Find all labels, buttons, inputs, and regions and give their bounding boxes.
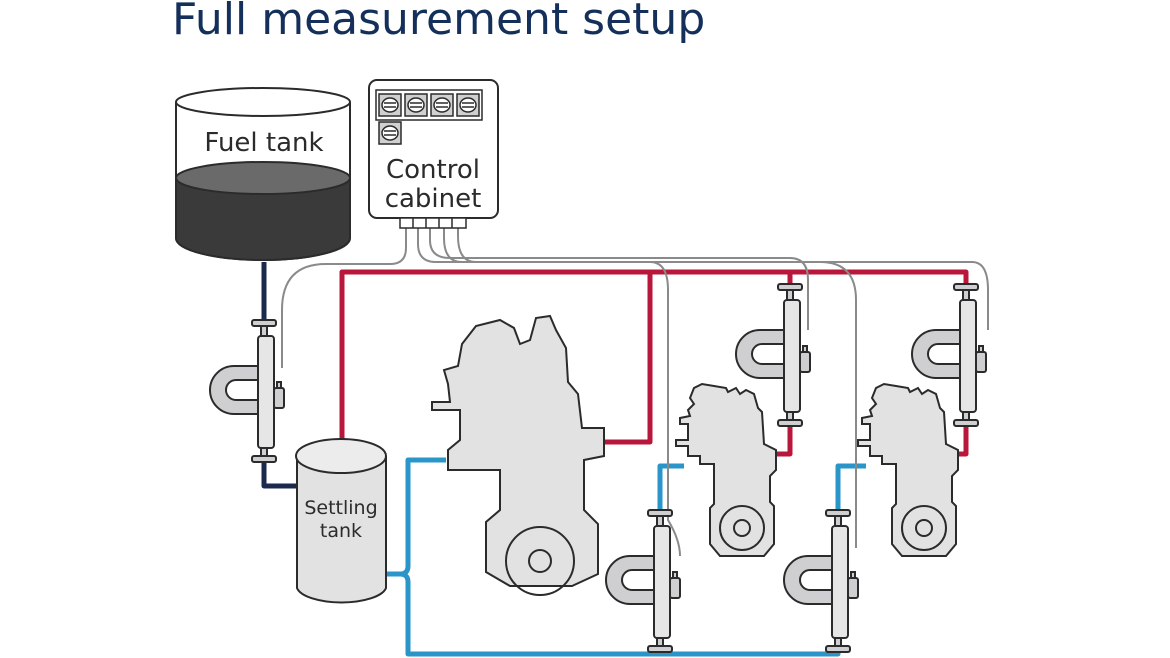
fuel-tank: Fuel tank: [175, 87, 351, 261]
page-title: Full measurement setup: [172, 0, 706, 45]
control-cabinet: Control cabinet: [368, 79, 499, 229]
display-module-icon: [378, 121, 402, 145]
display-module-icon: [378, 93, 402, 117]
fuel-return-pipe-main-engine: [604, 272, 653, 445]
fuel-feed-pipe-main-engine: [386, 457, 446, 577]
settling-tank: Settling tank: [295, 438, 387, 604]
flow-meter-feed-engine-3-icon: [783, 509, 859, 653]
signal-cables: [281, 228, 989, 557]
auxiliary-engine-icon: [857, 383, 959, 557]
fuel-tank-label: Fuel tank: [204, 128, 323, 158]
display-module-icon: [430, 93, 454, 117]
main-engine-icon: [431, 314, 605, 596]
flow-meter-supply-icon: [209, 319, 285, 463]
fuel-feed-pipe-bottom: [399, 571, 841, 657]
control-cabinet-label-line2: cabinet: [385, 184, 482, 214]
flow-meter-feed-engine-2-icon: [605, 509, 681, 653]
auxiliary-engine-icon: [675, 383, 777, 557]
control-cabinet-label-line1: Control: [386, 155, 480, 185]
settling-tank-label-line1: Settling: [304, 497, 377, 519]
fuel-feed-pipe-engine-3: [835, 463, 866, 514]
display-module-icon: [404, 93, 428, 117]
settling-tank-label-line2: tank: [320, 520, 362, 542]
display-module-icon: [456, 93, 480, 117]
